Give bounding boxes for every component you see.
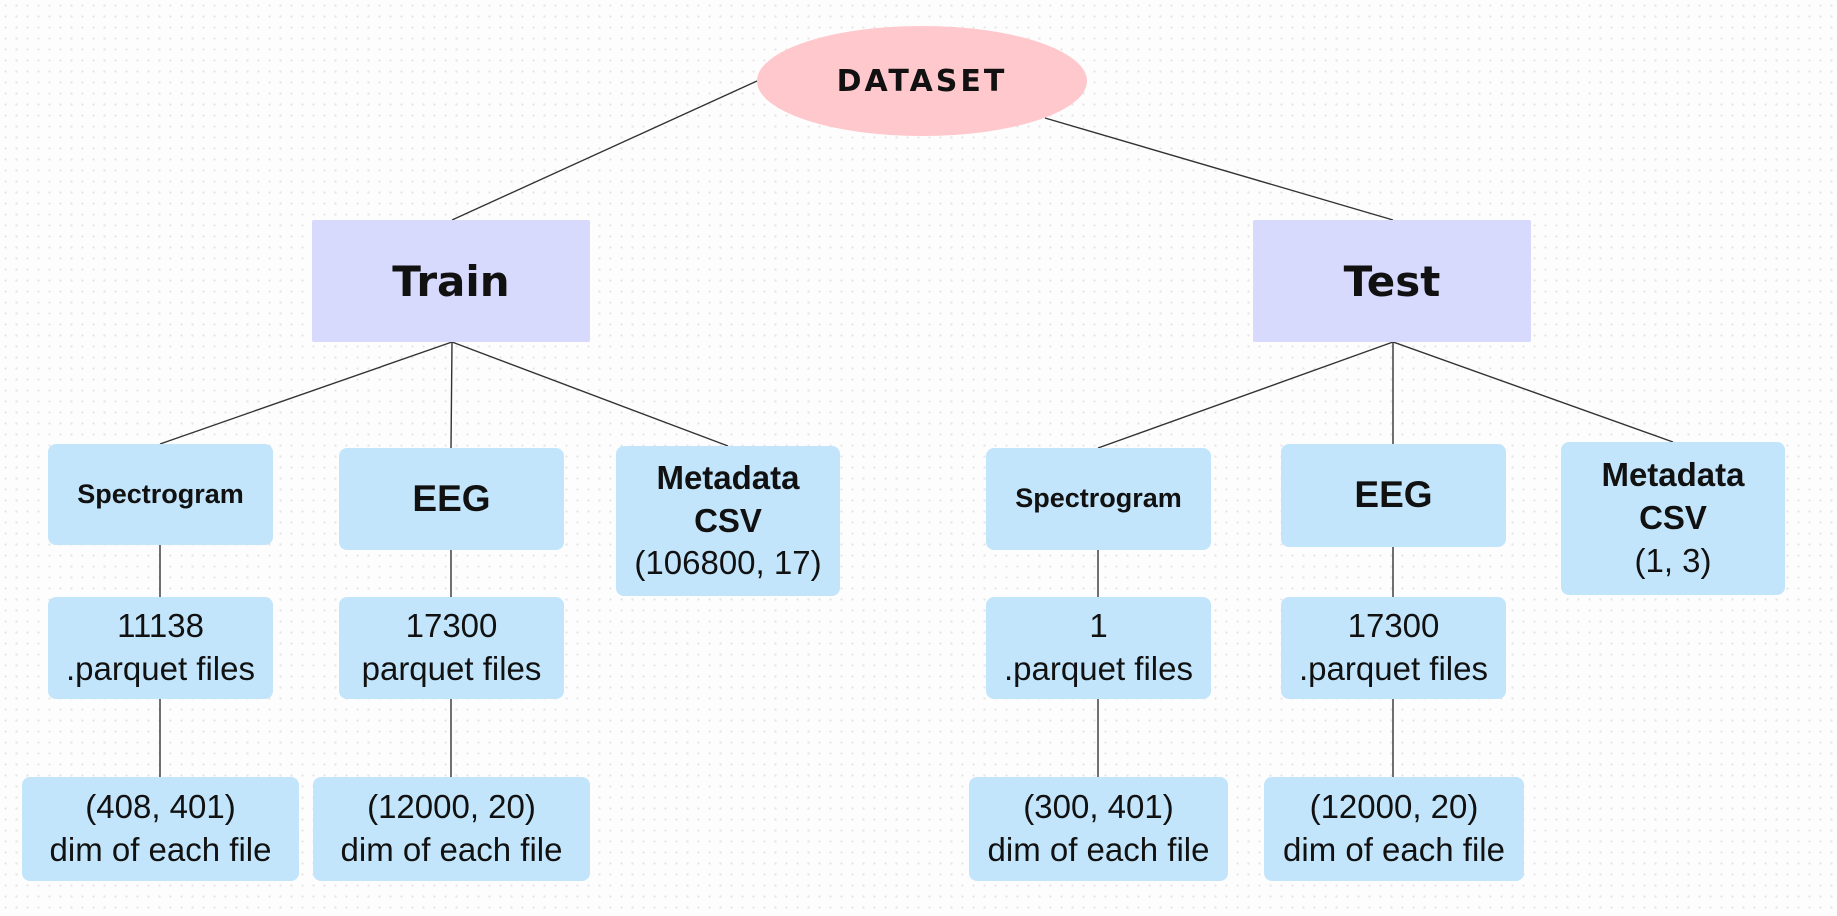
train-eeg-label: EEG — [412, 477, 491, 519]
test-metadata-node: Metadata CSV (1, 3) — [1561, 442, 1785, 595]
test-label: Test — [1343, 256, 1441, 306]
test-spectrogram-count: 1 — [1089, 607, 1108, 645]
test-spectrogram-node: Spectrogram — [986, 448, 1211, 550]
test-metadata-format: CSV — [1639, 499, 1707, 537]
train-label: Train — [392, 256, 510, 306]
test-eeg-label: EEG — [1354, 474, 1433, 516]
train-spectrogram-files-label: .parquet files — [66, 650, 255, 687]
train-spectrogram-files-node: 11138 .parquet files — [48, 597, 273, 699]
edge-dataset-test — [1044, 117, 1394, 221]
test-metadata-title: Metadata — [1601, 456, 1745, 494]
edge-dataset-train — [451, 80, 758, 221]
test-eeg-files-label: .parquet files — [1299, 650, 1488, 687]
train-eeg-dim-node: (12000, 20) dim of each file — [313, 777, 590, 881]
train-node: Train — [312, 220, 590, 342]
test-metadata-shape: (1, 3) — [1634, 541, 1712, 579]
test-eeg-dim: (12000, 20) — [1309, 788, 1479, 826]
test-spectrogram-files-label: .parquet files — [1004, 650, 1193, 687]
train-eeg-files-label: parquet files — [361, 650, 542, 687]
edge-test-spectrogram — [1097, 341, 1394, 449]
train-eeg-dim: (12000, 20) — [367, 788, 536, 826]
train-spectrogram-count: 11138 — [117, 607, 204, 645]
edge-train-metadata — [451, 341, 729, 447]
train-spectrogram-dim-node: (408, 401) dim of each file — [22, 777, 299, 881]
test-spectrogram-files-node: 1 .parquet files — [986, 597, 1211, 699]
train-spectrogram-node: Spectrogram — [48, 444, 273, 545]
test-spectrogram-dim-node: (300, 401) dim of each file — [969, 777, 1228, 881]
train-metadata-title: Metadata — [656, 458, 800, 496]
train-spectrogram-dim: (408, 401) — [85, 788, 236, 826]
edge-train-spectrogram — [159, 341, 453, 445]
test-eeg-count: 17300 — [1347, 607, 1440, 645]
edge-train-eeg — [450, 341, 453, 449]
test-eeg-files-node: 17300 .parquet files — [1281, 597, 1506, 699]
train-metadata-node: Metadata CSV (106800, 17) — [616, 446, 840, 596]
test-eeg-dim-node: (12000, 20) dim of each file — [1264, 777, 1524, 881]
test-eeg-node: EEG — [1281, 444, 1506, 547]
train-spectrogram-dim-caption: dim of each file — [49, 831, 272, 868]
test-spectrogram-label: Spectrogram — [1015, 483, 1182, 514]
dataset-label: DATASET — [836, 63, 1008, 99]
train-metadata-shape: (106800, 17) — [634, 544, 822, 582]
train-eeg-dim-caption: dim of each file — [340, 831, 563, 868]
train-eeg-files-node: 17300 parquet files — [339, 597, 564, 699]
dataset-root-node: DATASET — [757, 26, 1087, 136]
edge-test-metadata — [1392, 341, 1674, 443]
train-eeg-node: EEG — [339, 448, 564, 550]
train-metadata-format: CSV — [694, 501, 762, 539]
test-node: Test — [1253, 220, 1531, 342]
test-eeg-dim-caption: dim of each file — [1283, 831, 1505, 868]
train-eeg-count: 17300 — [405, 607, 498, 645]
test-spectrogram-dim: (300, 401) — [1023, 788, 1174, 826]
test-spectrogram-dim-caption: dim of each file — [987, 831, 1210, 868]
train-spectrogram-label: Spectrogram — [77, 478, 244, 509]
